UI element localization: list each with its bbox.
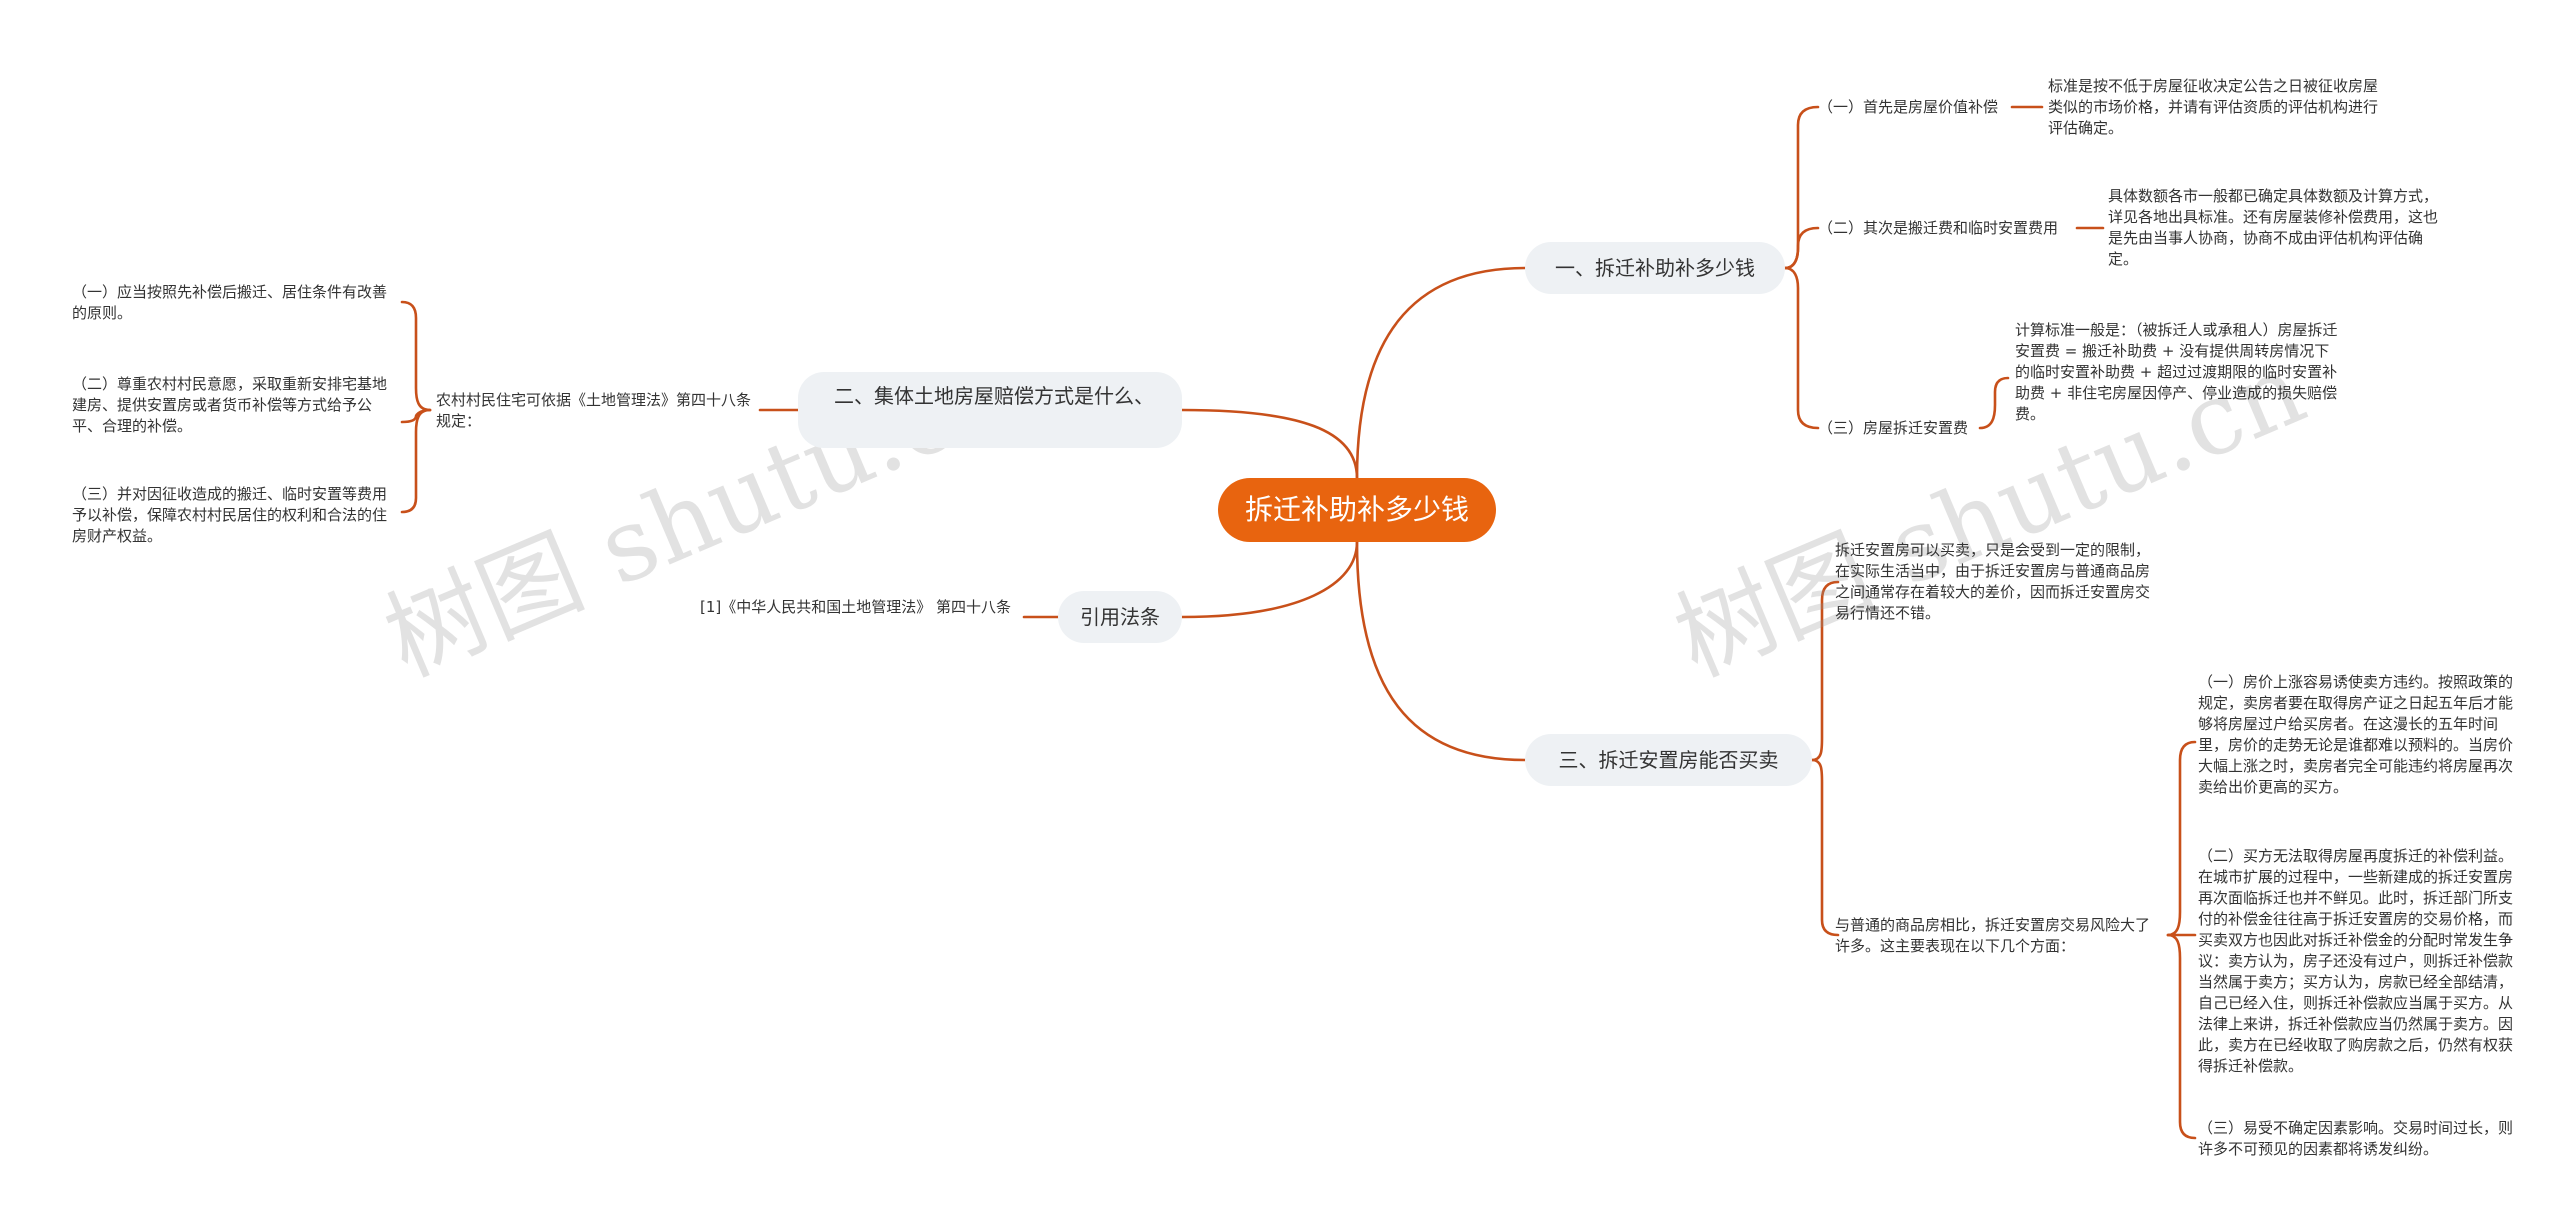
item-land-law-article-48[interactable]: 农村村民住宅可依据《土地管理法》第四十八条规定：	[436, 391, 752, 430]
branch-collective-land-compensation[interactable]: 二、集体土地房屋赔偿方式是什么、	[798, 372, 1182, 448]
detail-relocation-fee[interactable]: 具体数额各市一般都已确定具体数额及计算方式，详见各地出具标准。还有房屋装修补偿费…	[2108, 187, 2439, 268]
item-cited-land-law[interactable]: [1]《中华人民共和国土地管理法》 第四十八条	[700, 598, 1012, 616]
subitem-uncertain-factors[interactable]: （三）易受不确定因素影响。交易时间过长，则许多不可预见的因素都将诱发纠纷。	[2198, 1119, 2514, 1158]
link-b4-sub-top	[2166, 740, 2197, 937]
item-relocation-cost-compensation[interactable]: （三）并对因征收造成的搬迁、临时安置等费用予以补偿，保障农村村民居住的权利和合法…	[72, 485, 388, 545]
link-b2-bracket-bot	[400, 408, 432, 514]
root-topic[interactable]: 拆迁补助补多少钱	[1218, 478, 1496, 542]
link-root-branch3	[1180, 540, 1359, 619]
subitem-buyer-compensation-loss[interactable]: （二）买方无法取得房屋再度拆迁的补偿利益。在城市扩展的过程中，一些新建成的拆迁安…	[2198, 847, 2514, 1075]
link-root-branch2	[1180, 408, 1359, 480]
detail-house-value-compensation[interactable]: 标准是按不低于房屋征收决定公告之日被征收房屋类似的市场价格，并请有评估资质的评估…	[2048, 77, 2379, 137]
branch-compensation-amount[interactable]: 一、拆迁补助补多少钱	[1525, 242, 1785, 294]
link-b4-bracket-bot	[1810, 758, 1840, 937]
item-relocation-fee[interactable]: （二）其次是搬迁费和临时安置费用	[1818, 219, 2059, 237]
link-b1-item3-bracket	[1978, 376, 2010, 430]
item-house-value-compensation[interactable]: （一）首先是房屋价值补偿	[1818, 98, 1999, 116]
item-trading-risk[interactable]: 与普通的商品房相比，拆迁安置房交易风险大了许多。这主要表现在以下几个方面：	[1835, 916, 2151, 955]
branch-cited-law[interactable]: 引用法条	[1058, 591, 1182, 643]
item-compensation-principle[interactable]: （一）应当按照先补偿后搬迁、居住条件有改善的原则。	[72, 283, 388, 322]
link-root-branch4	[1355, 540, 1527, 762]
subitem-seller-default[interactable]: （一）房价上涨容易诱使卖方违约。按照政策的规定，卖房者要在取得房产证之日起五年后…	[2198, 673, 2514, 796]
link-b2-bracket-top	[400, 300, 432, 412]
detail-resettlement-fee[interactable]: 计算标准一般是：（被拆迁人或承租人）房屋拆迁安置费 = 搬迁补助费 + 没有提供…	[2015, 321, 2338, 423]
link-root-branch1	[1355, 266, 1527, 480]
item-resettlement-fee[interactable]: （三）房屋拆迁安置费	[1818, 419, 1969, 437]
item-respect-villager-wishes[interactable]: （二）尊重农村村民意愿，采取重新安排宅基地建房、提供安置房或者货币补偿等方式给予…	[72, 375, 388, 435]
link-b4-sub-bot	[2166, 933, 2197, 1140]
item-trading-allowed[interactable]: 拆迁安置房可以买卖，只是会受到一定的限制，在实际生活当中，由于拆迁安置房与普通商…	[1835, 541, 2151, 622]
link-b4-bracket-top	[1810, 580, 1840, 762]
branch-resettlement-house-trading[interactable]: 三、拆迁安置房能否买卖	[1525, 734, 1812, 786]
link-b1-item2	[1783, 226, 1820, 270]
link-b1-bracket	[1783, 105, 1820, 270]
link-b1-item3	[1783, 266, 1820, 430]
